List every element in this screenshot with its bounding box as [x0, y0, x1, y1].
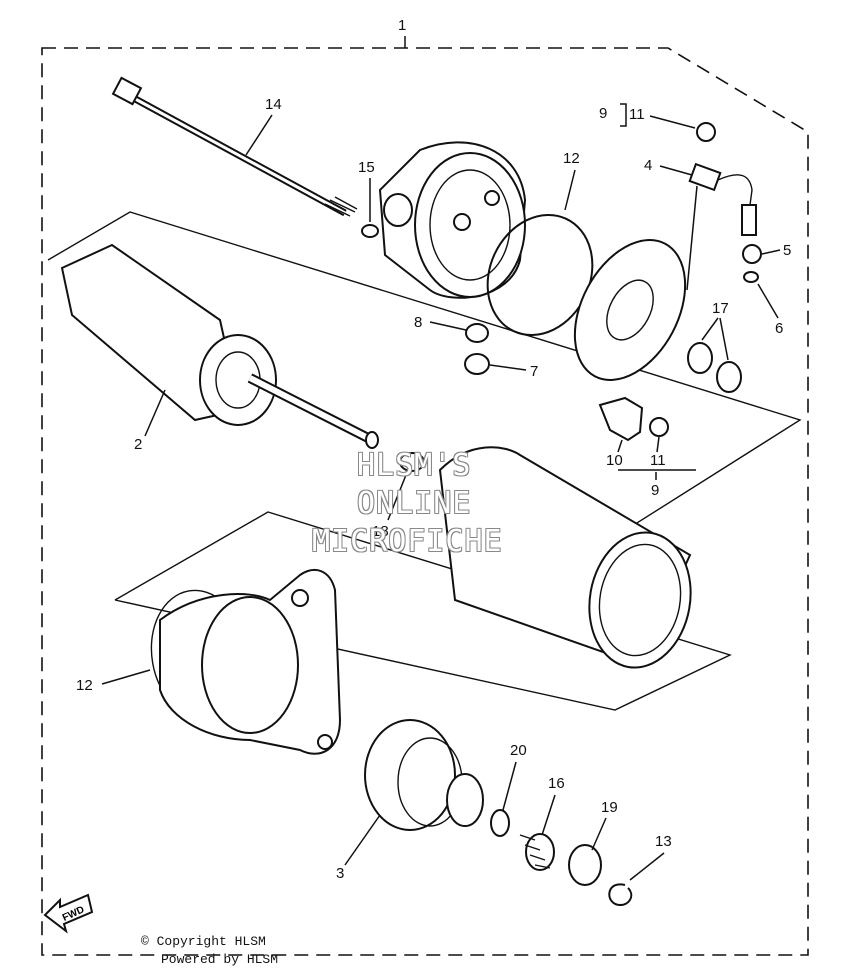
brush-holder-clip-upper: [696, 122, 716, 142]
callout-12-upper: 12: [563, 150, 580, 167]
nut-8: [465, 323, 489, 343]
callout-18: 18: [372, 523, 389, 540]
powered-by-text: Powered by HLSM: [161, 952, 279, 967]
callout-11-upper: 11: [629, 106, 645, 123]
callout-19: 19: [601, 799, 618, 816]
watermark-line-1: HLSM'S: [357, 448, 472, 483]
callout-17: 17: [712, 300, 729, 317]
watermark-line-2: ONLINE: [357, 486, 472, 521]
o-ring-18: [399, 452, 425, 472]
callout-4: 4: [644, 157, 652, 174]
brush-holder-10: [598, 396, 644, 442]
projection-plane-upper: [47, 211, 802, 541]
callout-11-lower: 11: [650, 452, 666, 469]
callout-14: 14: [265, 96, 282, 113]
through-bolt: [111, 76, 358, 217]
brush-holder-clip-lower: [649, 417, 669, 437]
callout-7: 7: [530, 363, 538, 380]
circlip: [608, 883, 633, 907]
callout-9-upper: 9: [599, 105, 607, 122]
callout-12-lower: 12: [76, 677, 93, 694]
brush-plate: [573, 239, 687, 381]
projection-plane-lower: [114, 511, 732, 711]
callout-2: 2: [134, 436, 142, 453]
copyright-text: © Copyright HLSM: [141, 934, 266, 949]
callout-15: 15: [358, 159, 375, 176]
assembly-border: [41, 47, 809, 956]
o-ring: [361, 224, 379, 238]
fwd-arrow-icon: FWD: [43, 893, 94, 934]
starter-clutch: [364, 719, 484, 831]
nut-7: [464, 353, 490, 375]
nut-5: [742, 244, 762, 264]
ring-20: [490, 809, 510, 837]
rear-cover: [378, 141, 527, 299]
callout-20: 20: [510, 742, 527, 759]
callout-6: 6: [775, 320, 783, 337]
spring: [519, 833, 555, 871]
watermark-line-3: MICROFICHE: [312, 524, 503, 559]
callout-9-lower: 9: [651, 482, 659, 499]
front-cover: [159, 569, 342, 755]
armature: [60, 243, 379, 449]
collar: [568, 844, 602, 886]
washer-17b: [716, 361, 742, 393]
yoke-housing: [438, 446, 692, 669]
washer-17a: [687, 342, 713, 374]
callout-16: 16: [548, 775, 565, 792]
callout-3: 3: [336, 865, 344, 882]
callout-10: 10: [606, 452, 623, 469]
callout-13: 13: [655, 833, 672, 850]
callout-5: 5: [783, 242, 791, 259]
brush-lead: [688, 162, 757, 236]
callout-1: 1: [398, 17, 406, 34]
callout-8: 8: [414, 314, 422, 331]
washer-6: [743, 271, 759, 283]
